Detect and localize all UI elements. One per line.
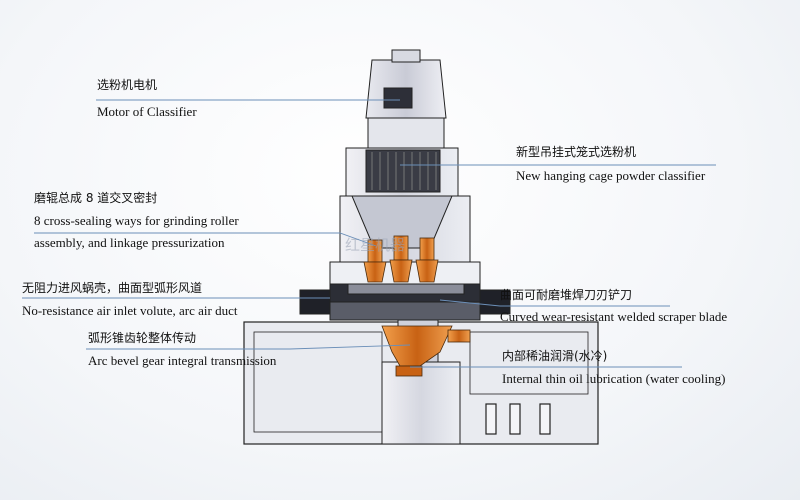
bevel-gear-housing	[381, 325, 471, 377]
roller-center-left	[389, 235, 413, 283]
roller-left	[363, 239, 387, 283]
grinding-rollers	[363, 235, 439, 283]
cage-classifier-label-en: New hanging cage powder classifier	[516, 168, 706, 183]
leader-gear	[86, 344, 411, 350]
cage-classifier-label-zh: 新型吊挂式笼式选粉机	[516, 145, 637, 159]
roller-seal-label-zh: 磨辊总成 8 道交叉密封	[34, 191, 158, 205]
oil-label-en: Internal thin oil lubrication (water coo…	[502, 371, 726, 386]
air-inlet-label-en: No-resistance air inlet volute, arc air …	[22, 303, 238, 318]
roller-seal-label-en-2: assembly, and linkage pressurization	[34, 235, 225, 250]
air-inlet-label-zh: 无阻力进风蜗壳，曲面型弧形风道	[22, 281, 203, 295]
motor-label-zh: 选粉机电机	[97, 78, 158, 92]
leader-lines	[22, 99, 716, 368]
roller-seal-label-en-1: 8 cross-sealing ways for grinding roller	[34, 213, 239, 228]
bevel-gear-label-zh: 弧形锥齿轮整体传动	[88, 331, 197, 345]
bevel-gear-label-en: Arc bevel gear integral transmission	[88, 353, 277, 368]
watermark: 红星机器	[345, 236, 405, 254]
scraper-label-zh: 曲面可耐磨堆焊刀刃铲刀	[500, 288, 633, 302]
leader-roller	[34, 232, 377, 247]
classifier-cage	[345, 147, 459, 197]
roller-center-right	[415, 237, 439, 283]
grinding-table	[299, 281, 511, 321]
leader-scraper	[439, 299, 670, 307]
classifier-motor	[365, 49, 447, 149]
motor-label-en: Motor of Classifier	[97, 104, 197, 119]
oil-label-zh: 内部稀油润滑(水冷)	[502, 349, 608, 363]
scraper-label-en: Curved wear-resistant welded scraper bla…	[500, 309, 728, 324]
